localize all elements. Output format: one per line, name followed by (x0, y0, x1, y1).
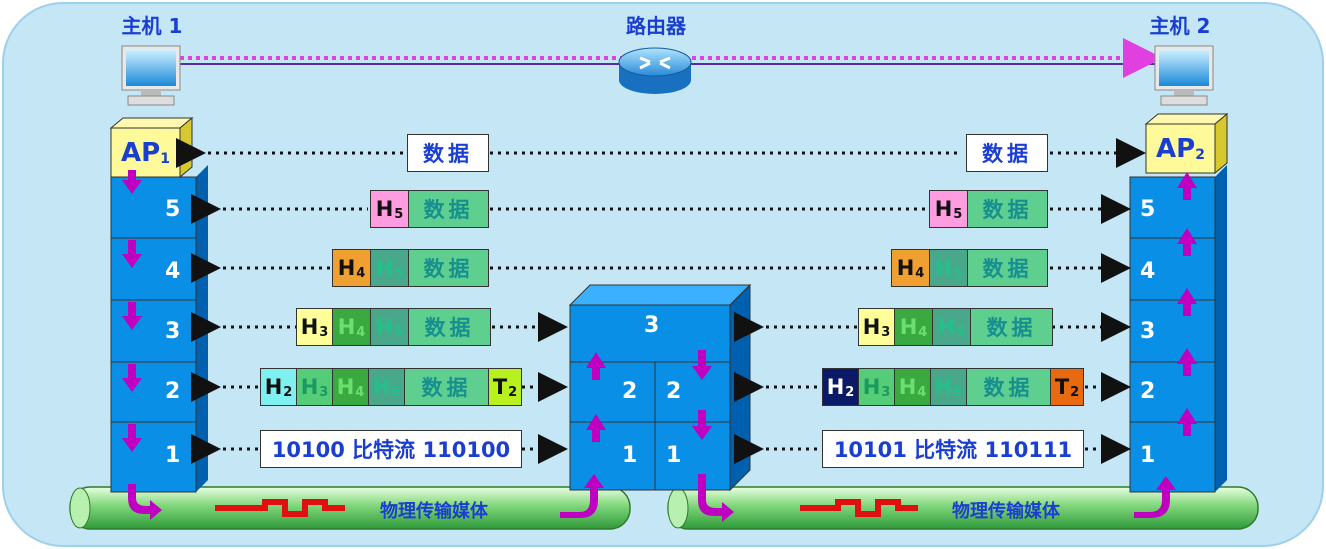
right-layer-2: 2 (1140, 379, 1155, 404)
right-medium-label: 物理传输媒体 (952, 501, 1060, 522)
left-medium-label: 物理传输媒体 (380, 501, 488, 522)
right-layer-4: 4 (1140, 259, 1155, 284)
left-layer-4: 4 (165, 259, 180, 284)
data-cell: 数据 (968, 191, 1047, 227)
left-layer-1: 1 (165, 443, 180, 468)
right-layer-5: 5 (1140, 197, 1155, 222)
right-layer-1: 1 (1140, 443, 1155, 468)
data-cell: 数据 (409, 250, 488, 286)
router-layer-1-right: 1 (666, 443, 681, 468)
right-signal-waveform (800, 499, 918, 517)
data-cell: 数据 (409, 191, 488, 227)
left-app-main: AP (121, 137, 161, 168)
router-layer-2-right: 2 (666, 379, 681, 404)
right-app-box (1144, 112, 1229, 175)
left-layer-2: 2 (165, 379, 180, 404)
router-flow-arrows (560, 350, 734, 522)
host1-label: 主机 1 (121, 14, 183, 38)
router-layer-3: 3 (644, 313, 659, 338)
right-layer-3: 3 (1140, 319, 1155, 344)
router-layer-2-left: 2 (622, 379, 637, 404)
right-medium-tube (667, 486, 1259, 530)
data-cell: 数据 (967, 135, 1047, 171)
left-layer-5: 5 (165, 197, 180, 222)
router-protocol-stack (568, 283, 752, 492)
host1-computer-icon (121, 45, 181, 106)
right-protocol-stack (1129, 165, 1227, 493)
right-app-main: AP (1156, 133, 1196, 164)
data-cell: 数据 (971, 309, 1052, 345)
left-layer-3: 3 (165, 319, 180, 344)
data-cell: 数据 (968, 250, 1047, 286)
left-peer-arrows (176, 138, 1146, 464)
data-cell: 数据 (408, 135, 488, 171)
host2-label: 主机 2 (1149, 14, 1211, 38)
router-label: 路由器 (626, 14, 686, 38)
data-cell: 数据 (967, 369, 1051, 405)
left-down-arrows (122, 170, 162, 520)
left-data-pdu: 数据 (407, 134, 489, 172)
data-cell: 数据 (409, 309, 490, 345)
right-data-pdu: 数据 (966, 134, 1048, 172)
router-icon (618, 47, 692, 94)
right-bit-stream: 10101 比特流 110111 (822, 430, 1084, 468)
left-signal-waveform (215, 499, 345, 517)
right-up-arrows (1134, 172, 1197, 518)
router-layer-1-left: 1 (622, 443, 637, 468)
host2-computer-icon (1154, 45, 1214, 106)
left-app-sub: 1 (160, 150, 170, 167)
left-medium-tube (69, 486, 631, 530)
left-bit-stream: 10100 比特流 110100 (260, 430, 522, 468)
right-app-sub: 2 (1195, 146, 1205, 163)
data-cell: 数据 (405, 369, 489, 405)
